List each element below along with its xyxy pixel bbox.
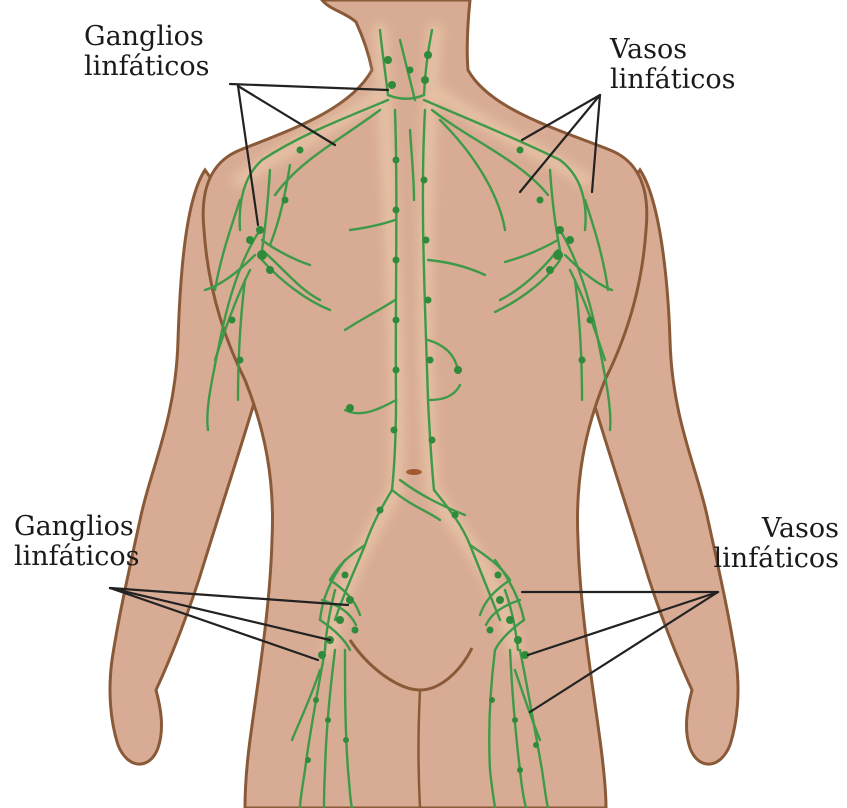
label-line-1: Vasos	[610, 35, 735, 65]
label-line-2: linfáticos	[714, 544, 839, 574]
label-bottom-right-lymph-vessels: Vasos linfáticos	[714, 514, 839, 574]
label-line-1: Ganglios	[84, 22, 209, 52]
label-line-1: Ganglios	[14, 512, 139, 542]
label-bottom-left-lymph-nodes: Ganglios linfáticos	[14, 512, 139, 572]
label-line-1: Vasos	[714, 514, 839, 544]
label-top-left-lymph-nodes: Ganglios linfáticos	[84, 22, 209, 82]
navel	[406, 469, 422, 475]
label-line-2: linfáticos	[14, 542, 139, 572]
label-line-2: linfáticos	[610, 65, 735, 95]
label-top-right-lymph-vessels: Vasos linfáticos	[610, 35, 735, 95]
label-line-2: linfáticos	[84, 52, 209, 82]
